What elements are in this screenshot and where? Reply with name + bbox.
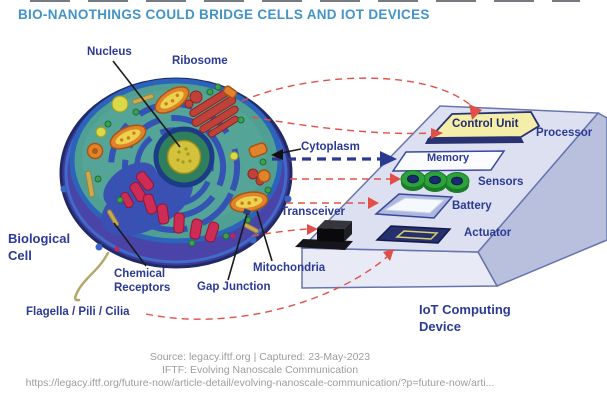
- cytoplasm-label: Cytoplasm: [301, 141, 360, 153]
- battery-plate: [374, 193, 454, 219]
- control-unit-plate: [425, 111, 541, 144]
- red-tubules-icon: [120, 171, 220, 243]
- flagella-icon: [74, 251, 110, 302]
- memory-label: Memory: [427, 152, 470, 164]
- ribosome-dots-icon: [94, 83, 272, 247]
- biological-cell-label: Biological Cell: [8, 231, 71, 263]
- sensors-label: Sensors: [478, 176, 524, 188]
- flagella-label: Flagella / Pili / Cilia: [26, 306, 130, 318]
- cytoplasm-arrowhead: [271, 149, 283, 160]
- link-to-control-unit-left: [251, 116, 433, 135]
- actuator-label: Actuator: [464, 227, 512, 239]
- actuator-plate: [375, 225, 452, 244]
- battery-label: Battery: [452, 200, 492, 212]
- control-unit-label: Control Unit: [452, 118, 519, 130]
- link-flagella-to-actuator: [145, 255, 389, 320]
- device-front-face: [301, 247, 499, 289]
- link-to-control-unit-top: [241, 77, 477, 111]
- iot-device-illustration: [295, 105, 607, 289]
- footer-title-line: IFTF: Evolving Nanoscale Communication: [161, 364, 359, 376]
- cell-device-links: [145, 77, 482, 320]
- mitochondria-label: Mitochondria: [253, 262, 326, 274]
- nucleus-label: Nucleus: [87, 46, 132, 58]
- pointer-lines: [112, 60, 302, 281]
- mitochondria-icon: [109, 86, 269, 213]
- gap-junction-pointer: [227, 213, 248, 281]
- ribosome-label: Ribosome: [172, 55, 228, 67]
- membrane-receptors-icon: [60, 185, 292, 252]
- page-title: BIO-NANOTHINGS COULD BRIDGE CELLS AND IO…: [18, 7, 430, 22]
- cropped-text-strip: [30, 0, 580, 2]
- gap-junction-label: Gap Junction: [197, 281, 271, 293]
- nucleus-icon: [153, 126, 215, 188]
- link-to-transceiver: [251, 228, 309, 237]
- processor-label: Processor: [536, 127, 593, 139]
- vesicles-icon: [95, 95, 239, 161]
- iot-device-label: IoT Computing Device: [419, 302, 511, 334]
- chemical-receptors-label: Chemical Receptors: [114, 268, 171, 295]
- nucleus-pointer: [112, 60, 181, 148]
- sensors-icon: [400, 170, 470, 193]
- footer-source-line: Source: legacy.iftf.org | Captured: 23-M…: [149, 351, 371, 363]
- orange-organelles-icon: [86, 85, 271, 183]
- transceiver-icon: [295, 220, 353, 250]
- footer-url-line: https://legacy.iftf.org/future-now/artic…: [25, 377, 495, 389]
- chemical-receptors-pointer: [113, 222, 147, 267]
- mitochondria-pointer: [256, 210, 273, 262]
- memory-plate: [391, 150, 506, 172]
- transceiver-label: Transceiver: [281, 206, 345, 218]
- biological-cell-illustration: [59, 77, 293, 302]
